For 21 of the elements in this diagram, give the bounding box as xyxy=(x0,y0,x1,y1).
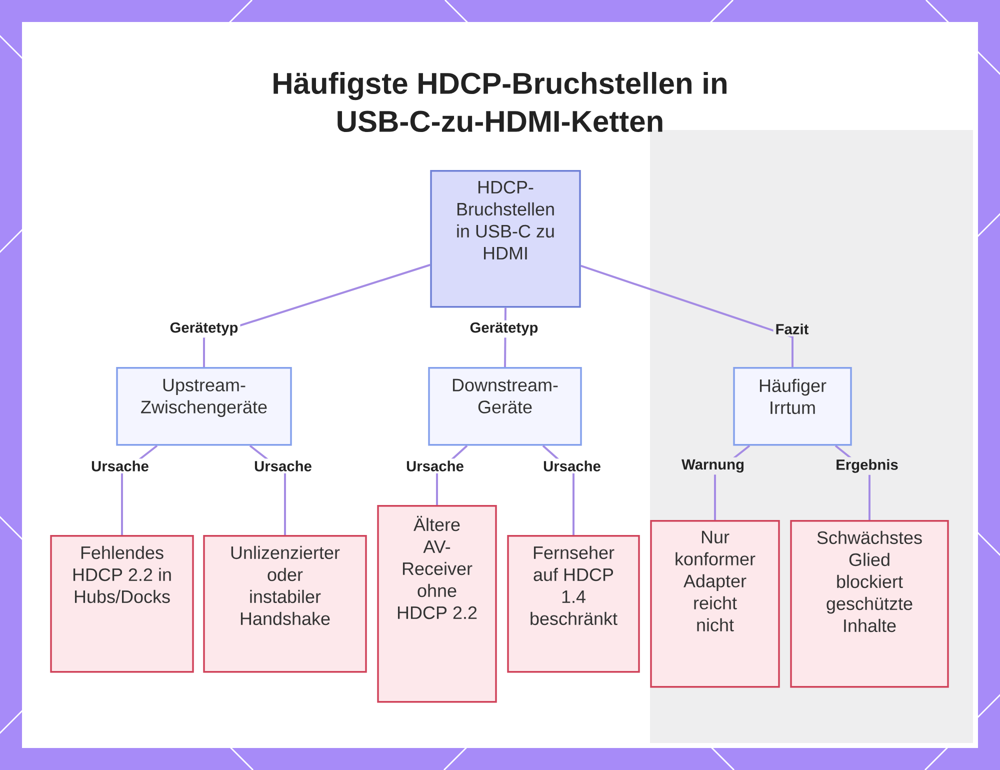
edge-label: Ursache xyxy=(541,458,603,474)
leaf-box: Unlizenzierter oder instabiler Handshake xyxy=(203,535,367,673)
branch-box: Downstream-Geräte xyxy=(428,367,582,446)
root-box: HDCP-Bruchstellen in USB-C zu HDMI xyxy=(430,170,581,308)
leaf-box: Nur konformer Adapter reicht nicht xyxy=(650,520,780,688)
edge-label: Ursache xyxy=(404,458,466,474)
branch-box: Häufiger Irrtum xyxy=(733,367,852,446)
edge-label: Ursache xyxy=(89,458,151,474)
title: Häufigste HDCP-Bruchstellen in USB-C-zu-HDMI-Ketten xyxy=(274,72,726,132)
edge-label: Fazit xyxy=(773,322,811,336)
edge-label: Ergebnis xyxy=(834,457,900,475)
edge-label: Warnung xyxy=(680,457,746,475)
branch-box: Upstream-Zwischengeräte xyxy=(116,367,292,446)
leaf-box: Fernseher auf HDCP 1.4 beschränkt xyxy=(507,535,640,673)
leaf-box: Schwächstes Glied blockiert geschützte Inhalte xyxy=(790,520,949,688)
edge-label: Gerätetyp xyxy=(168,320,240,338)
edge-label: Ursache xyxy=(252,458,314,474)
edge-label: Gerätetyp xyxy=(468,320,540,338)
connector xyxy=(580,264,794,367)
leaf-box: Fehlendes HDCP 2.2 in Hubs/Docks xyxy=(50,535,194,673)
leaf-box: Ältere AV-Receiver ohne HDCP 2.2 xyxy=(377,505,497,703)
